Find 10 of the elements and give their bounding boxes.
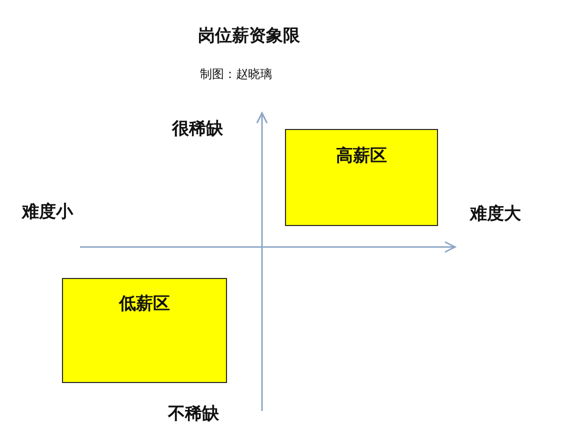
zone-label: 高薪区 <box>336 146 387 166</box>
axis-label: 很稀缺 <box>172 119 223 140</box>
zone-box <box>62 278 227 383</box>
axis-label: 不稀缺 <box>168 404 219 424</box>
author-credit: 制图：赵晓璃 <box>200 67 272 82</box>
diagram-title: 岗位薪资象限 <box>198 26 300 46</box>
axis-label: 难度小 <box>22 202 73 222</box>
zone-label: 低薪区 <box>119 294 170 314</box>
zone-box <box>285 129 438 226</box>
axis-label: 难度大 <box>470 204 521 224</box>
